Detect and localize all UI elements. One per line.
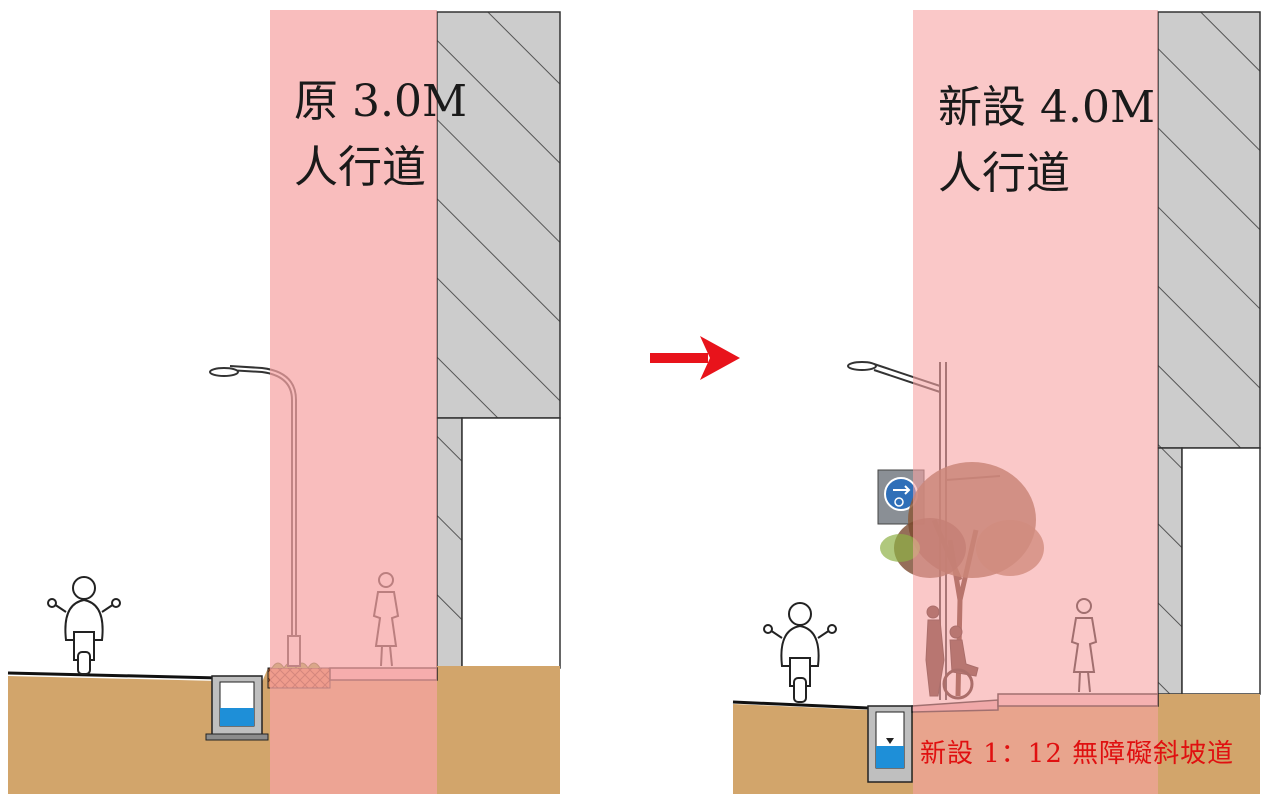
building-right <box>1157 11 1261 449</box>
motorcyclist-left <box>47 576 121 675</box>
ramp-note-label: 新設 1：12 無障礙斜坡道 <box>920 739 1235 769</box>
after-type-label: 人行道 <box>938 148 1070 199</box>
right-arrow-icon <box>650 336 740 380</box>
building-left-lower <box>436 417 463 669</box>
before-width-label: 原 3.0M <box>294 76 468 127</box>
drain-right <box>867 705 913 783</box>
motorcyclist-right <box>763 602 837 703</box>
after-section <box>732 10 1261 794</box>
building-left <box>436 11 561 419</box>
sidewalk-highlight-right <box>913 10 1158 794</box>
building-right-lower <box>1157 447 1183 695</box>
sidewalk-highlight-left <box>270 10 437 794</box>
after-width-label: 新設 4.0M <box>938 82 1156 133</box>
drain-left <box>205 675 269 741</box>
road-surface-right <box>732 700 869 710</box>
before-section <box>7 10 561 794</box>
before-type-label: 人行道 <box>294 142 426 193</box>
